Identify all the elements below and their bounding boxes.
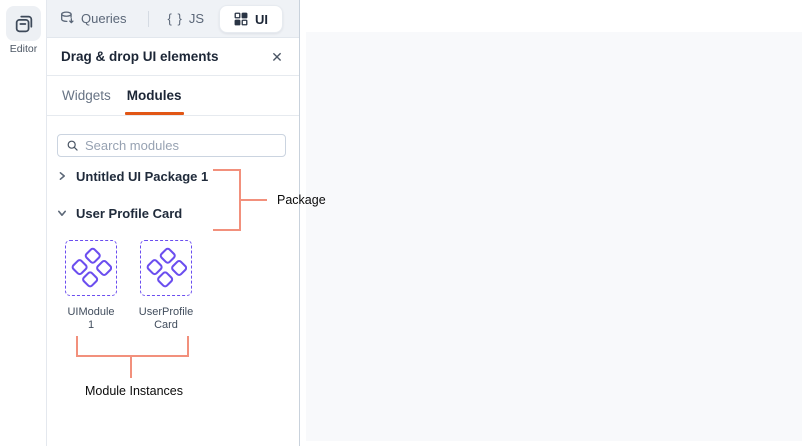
tree-item-user-profile-card[interactable]: User Profile Card (57, 203, 290, 223)
editor-segment-bar: Queries { } JS UI (47, 0, 299, 38)
explorer-tabs: Widgets Modules (47, 76, 299, 116)
editor-label: Editor (9, 43, 38, 55)
module-card-userprofilecard[interactable] (140, 240, 192, 296)
tab-queries[interactable]: Queries (60, 11, 127, 26)
module-diamonds-icon (71, 247, 112, 288)
tab-widgets[interactable]: Widgets (62, 88, 111, 103)
entity-explorer-panel: Queries { } JS UI Dr (47, 0, 300, 446)
tree-item-untitled-ui-package-1[interactable]: Untitled UI Package 1 (57, 166, 290, 186)
left-sidebar: Editor (0, 0, 47, 446)
tab-ui[interactable]: UI (219, 5, 283, 33)
search-input[interactable] (85, 138, 285, 153)
ui-tab-label: UI (255, 11, 268, 27)
module-card-label: UserProfileCard (138, 306, 194, 331)
panel-title: Drag & drop UI elements (61, 49, 219, 64)
canvas-drop-area[interactable] (306, 32, 802, 441)
tree-item-label: User Profile Card (76, 205, 183, 221)
close-icon[interactable]: ✕ (271, 48, 283, 65)
segment-divider (147, 10, 149, 27)
queries-tab-label: Queries (81, 11, 127, 26)
search-input-wrapper (57, 134, 286, 157)
module-diamonds-icon (146, 247, 187, 288)
tree-item-label: Untitled UI Package 1 (76, 168, 209, 184)
module-card-label: UIModule 1 (67, 306, 115, 331)
chevron-down-icon (57, 208, 67, 218)
sidebar-item-editor[interactable] (6, 6, 41, 41)
panel-header: Drag & drop UI elements ✕ (47, 38, 299, 76)
ui-grid-icon (234, 12, 248, 26)
chevron-right-icon (57, 171, 67, 181)
module-card-uimodule1[interactable] (65, 240, 117, 296)
tab-modules[interactable]: Modules (124, 76, 184, 115)
search-icon (67, 140, 78, 151)
editor-pages-icon (13, 13, 35, 35)
tab-js[interactable]: { } JS (168, 11, 204, 26)
js-tab-label: JS (188, 11, 204, 26)
queries-database-icon (60, 11, 75, 26)
js-braces-icon: { } (167, 11, 183, 26)
